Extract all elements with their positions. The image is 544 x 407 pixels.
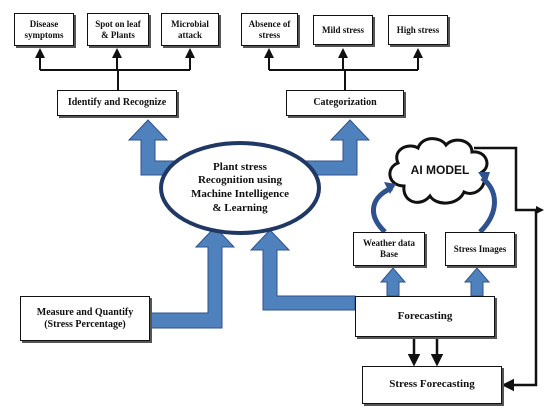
mild-stress-box: Mild stress	[313, 15, 373, 45]
right-tree-connectors	[264, 48, 423, 90]
center-ellipse	[159, 141, 321, 235]
stress-forecasting-box: Stress Forecasting	[362, 366, 502, 404]
cloud-output-line	[474, 146, 538, 392]
absence-of-stress-box: Absence of stress	[241, 13, 298, 46]
forecasting-box: Forecasting	[355, 296, 495, 337]
arrow-to-stress-images	[463, 267, 491, 297]
arrow-from-measure	[149, 226, 236, 329]
arrow-from-forecasting	[249, 229, 356, 311]
high-stress-box: High stress	[388, 15, 448, 45]
forecast-down-arrows	[407, 337, 444, 367]
disease-symptoms-box: Disease symptoms	[14, 13, 74, 46]
arrow-to-categorization	[294, 119, 371, 176]
identify-recognize-box: Identify and Recognize	[57, 90, 177, 116]
arrow-to-weather	[379, 267, 407, 297]
stress-images-box: Stress Images	[445, 232, 515, 266]
categorization-box: Categorization	[286, 90, 404, 116]
block-arrows	[127, 119, 491, 329]
microbial-attack-box: Microbial attack	[161, 13, 219, 46]
weather-data-base-box: Weather data Base	[353, 232, 425, 266]
center-label: Plant stress Recognition using Machine I…	[190, 160, 290, 214]
left-tree-connectors	[35, 48, 195, 90]
spot-on-leaf-box: Spot on leaf & Plants	[87, 13, 149, 46]
ai-model-cloud	[388, 137, 489, 205]
ai-model-label: AI MODEL	[410, 163, 470, 177]
measure-quantify-box: Measure and Quantify (Stress Percentage)	[20, 296, 150, 341]
